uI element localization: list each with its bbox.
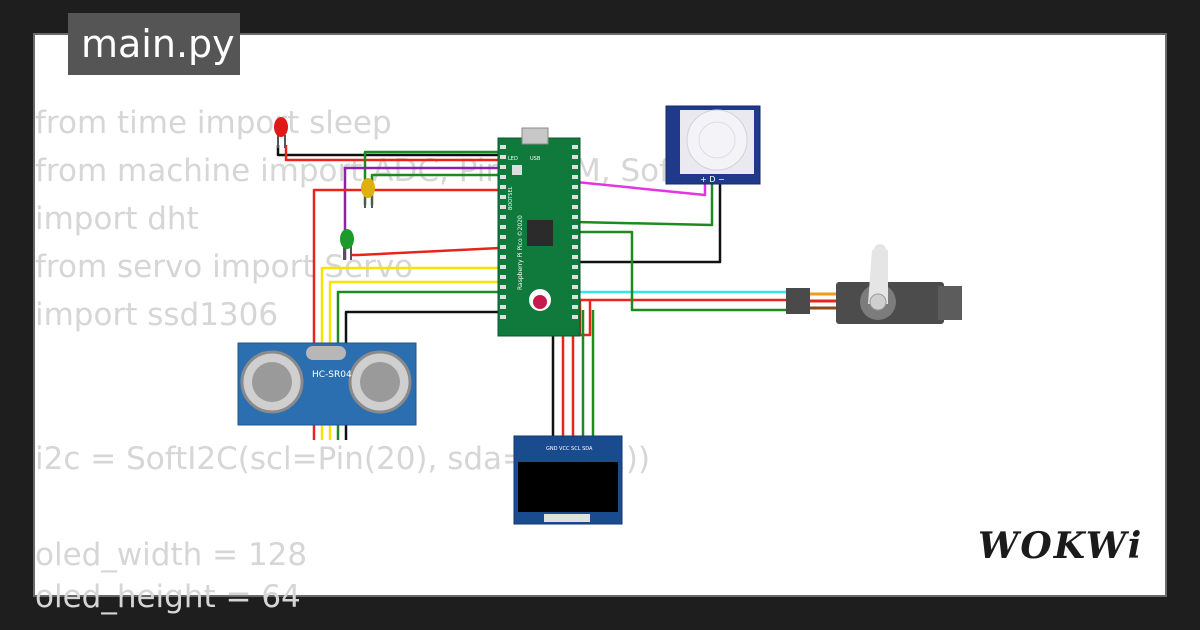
- led-red[interactable]: [274, 117, 288, 148]
- oled-pin-labels: GND VCC SCL SDA: [546, 446, 593, 452]
- ultrasonic-crystal: [306, 346, 346, 360]
- ultrasonic-mesh-right: [360, 362, 400, 402]
- pico-board-label: Raspberry Pi Pico ©2020: [517, 215, 524, 290]
- pir-dome-icon: [686, 109, 748, 171]
- wire-led-green: [352, 246, 501, 257]
- led-yellow[interactable]: [361, 178, 375, 208]
- wire-led-red-gnd: [276, 145, 500, 157]
- servo-mount-ear: [938, 286, 962, 320]
- wire-purple: [343, 166, 500, 260]
- bootsel-button-icon: [512, 165, 522, 175]
- pico-usb-connector: [521, 127, 549, 145]
- ultrasonic-label: HC-SR04: [312, 370, 352, 380]
- code-line: import dht: [35, 201, 199, 237]
- pico-rp2040-chip: [527, 220, 553, 246]
- pir-pin-labels: + D −: [700, 175, 725, 184]
- wokwi-logo: WOKWi: [978, 525, 1144, 567]
- servo-horn-icon: [868, 250, 888, 304]
- wires: [276, 145, 786, 440]
- oled-ribbon: [544, 514, 590, 522]
- servo-connector: [786, 288, 810, 314]
- led-green-icon: [340, 229, 354, 249]
- led-red-icon: [274, 117, 288, 137]
- servo-motor[interactable]: [786, 244, 962, 324]
- pir-dome-ring: [698, 121, 736, 159]
- pico-bootsel-label: BOOTSEL: [508, 186, 514, 210]
- oled-display[interactable]: GND VCC SCL SDA: [513, 435, 623, 525]
- pico-led-label: LED: [508, 156, 518, 162]
- pico-board[interactable]: LED USB Raspberry Pi Pico ©2020 BOOTSEL: [497, 127, 581, 337]
- code-line: oled_width = 128: [35, 537, 308, 573]
- code-line: import ssd1306: [35, 297, 279, 333]
- file-tab[interactable]: main.py: [68, 13, 240, 75]
- wire-led-red: [284, 145, 500, 162]
- servo-horn-tip: [874, 244, 886, 256]
- oled-screen: [518, 462, 618, 512]
- wire-pir-gnd: [576, 180, 722, 264]
- code-line: oled_height = 64: [35, 579, 301, 615]
- raspberry-logo-inner-icon: [533, 295, 547, 309]
- pico-usb-label: USB: [530, 156, 541, 162]
- pir-sensor[interactable]: + D −: [665, 105, 761, 185]
- ultrasonic-sensor[interactable]: HC-SR04: [237, 342, 417, 426]
- wire-pir-data: [575, 180, 714, 227]
- code-line: from time import sleep: [35, 105, 392, 141]
- pico-pins: [500, 145, 578, 319]
- led-green[interactable]: [340, 229, 354, 260]
- wire-pir-vcc: [575, 180, 707, 197]
- servo-screw-icon: [869, 293, 887, 311]
- wire-servo-gnd: [576, 230, 786, 312]
- led-yellow-icon: [361, 178, 375, 198]
- ultrasonic-mesh-left: [252, 362, 292, 402]
